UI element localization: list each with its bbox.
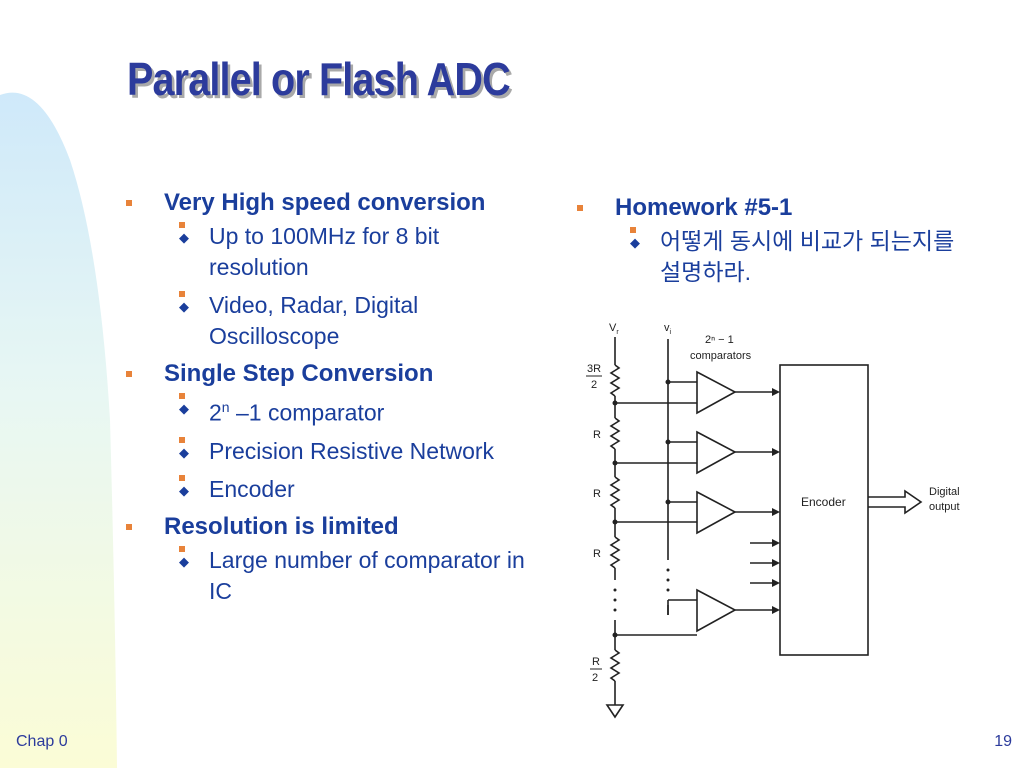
diamond-bullet-icon: ◆ xyxy=(179,545,189,569)
resistor-bottom-2-label: 2 xyxy=(592,672,598,684)
resistor-r2 xyxy=(609,476,621,509)
vi-label: vi xyxy=(664,322,672,336)
diamond-bullet-icon: ◆ xyxy=(179,436,189,460)
diamond-bullet-icon: ◆ xyxy=(630,227,640,250)
resistor-r-label-1: R xyxy=(593,429,601,441)
digital-output-label-2: output xyxy=(929,501,960,513)
comparator-4 xyxy=(696,588,737,633)
sub-bullet: ◆ Large number of comparator in IC xyxy=(164,545,526,607)
bullet-text: Very High speed conversion xyxy=(164,189,486,216)
square-bullet-icon xyxy=(126,523,132,530)
bullet-text: Single Step Conversion xyxy=(164,360,434,387)
comparator-3 xyxy=(696,490,737,535)
bullet-single-step: Single Step Conversion ◆ 2n –1 comparato… xyxy=(126,359,526,505)
resistor-3r-label: 3R xyxy=(587,363,601,375)
resistor-3r2 xyxy=(609,364,621,397)
resistor-2-label: 2 xyxy=(591,379,597,391)
resistor-r1 xyxy=(609,417,621,450)
slide-title: Parallel or Flash ADC xyxy=(127,53,511,105)
sub-bullet: ◆ 어떻게 동시에 비교가 되는지를 설명하라. xyxy=(615,226,957,288)
bullet-homework: Homework #5-1 ◆ 어떻게 동시에 비교가 되는지를 설명하라. xyxy=(577,193,957,288)
comparator-base: 2 xyxy=(209,399,222,426)
resistor-r2-bottom xyxy=(609,649,621,682)
sub-bullet: ◆ Encoder xyxy=(164,474,526,505)
sub-bullet-text: Up to 100MHz for 8 bit resolution xyxy=(209,223,440,280)
square-bullet-icon xyxy=(126,200,132,206)
digital-output-label-1: Digital xyxy=(929,486,960,498)
diamond-bullet-icon: ◆ xyxy=(179,222,189,245)
bullet-very-high-speed: Very High speed conversion ◆ Up to 100MH… xyxy=(126,188,526,352)
sub-bullet: ◆ Precision Resistive Network xyxy=(164,436,526,467)
sub-bullet-text: Encoder xyxy=(209,475,295,502)
encoder-label: Encoder xyxy=(801,495,846,509)
sub-list: ◆ 어떻게 동시에 비교가 되는지를 설명하라. xyxy=(615,226,957,288)
bullet-resolution: Resolution is limited ◆ Large number of … xyxy=(126,512,526,607)
left-bullet-list: Very High speed conversion ◆ Up to 100MH… xyxy=(126,188,526,614)
square-bullet-icon xyxy=(126,371,132,377)
comparator-1 xyxy=(696,370,737,415)
sub-bullet-text: 어떻게 동시에 비교가 되는지를 설명하라. xyxy=(660,228,955,285)
comparators-count-label: 2ⁿ − 1 xyxy=(705,334,734,346)
sub-list: ◆ Up to 100MHz for 8 bit resolution ◆ Vi… xyxy=(164,221,526,352)
sub-bullet-text: Large number of comparator in IC xyxy=(209,546,525,604)
diamond-bullet-icon: ◆ xyxy=(179,291,189,314)
sub-bullet-text: Precision Resistive Network xyxy=(209,437,495,464)
right-bullet-list: Homework #5-1 ◆ 어떻게 동시에 비교가 되는지를 설명하라. xyxy=(577,193,957,295)
ground-icon xyxy=(605,704,625,719)
sub-bullet: ◆ Video, Radar, Digital Oscilloscope xyxy=(164,290,526,352)
sub-bullet: ◆ Up to 100MHz for 8 bit resolution xyxy=(164,221,526,283)
diamond-bullet-icon: ◆ xyxy=(179,474,189,498)
encoder-block xyxy=(779,364,869,656)
flash-adc-circuit-diagram: Vr vi 2ⁿ − 1 comparators 3R 2 R R R R 2 … xyxy=(586,322,960,719)
resistor-r3 xyxy=(609,536,621,569)
footer-chapter: Chap 0 xyxy=(16,733,68,750)
sub-list: ◆ 2n –1 comparator ◆ Precision Resistive… xyxy=(164,392,526,505)
sub-list: ◆ Large number of comparator in IC xyxy=(164,545,526,607)
bullet-text: Homework #5-1 xyxy=(615,194,793,221)
bullet-text: Resolution is limited xyxy=(164,512,399,540)
resistor-r-label-3: R xyxy=(593,548,601,560)
resistor-bottom-r-label: R xyxy=(592,656,600,668)
comparator-rest: –1 comparator xyxy=(229,399,385,426)
comparator-2 xyxy=(696,430,737,475)
comparators-label: comparators xyxy=(690,350,752,362)
sub-bullet: ◆ 2n –1 comparator xyxy=(164,392,526,429)
vr-label: Vr xyxy=(609,322,619,336)
diamond-bullet-icon: ◆ xyxy=(179,393,189,416)
square-bullet-icon xyxy=(577,205,583,211)
sub-bullet-text: Video, Radar, Digital Oscilloscope xyxy=(209,292,419,349)
digital-output-arrow xyxy=(868,489,923,515)
comparator-exponent: n xyxy=(221,399,230,415)
resistor-r-label-2: R xyxy=(593,488,601,500)
footer-page-number: 19 xyxy=(994,733,1012,750)
